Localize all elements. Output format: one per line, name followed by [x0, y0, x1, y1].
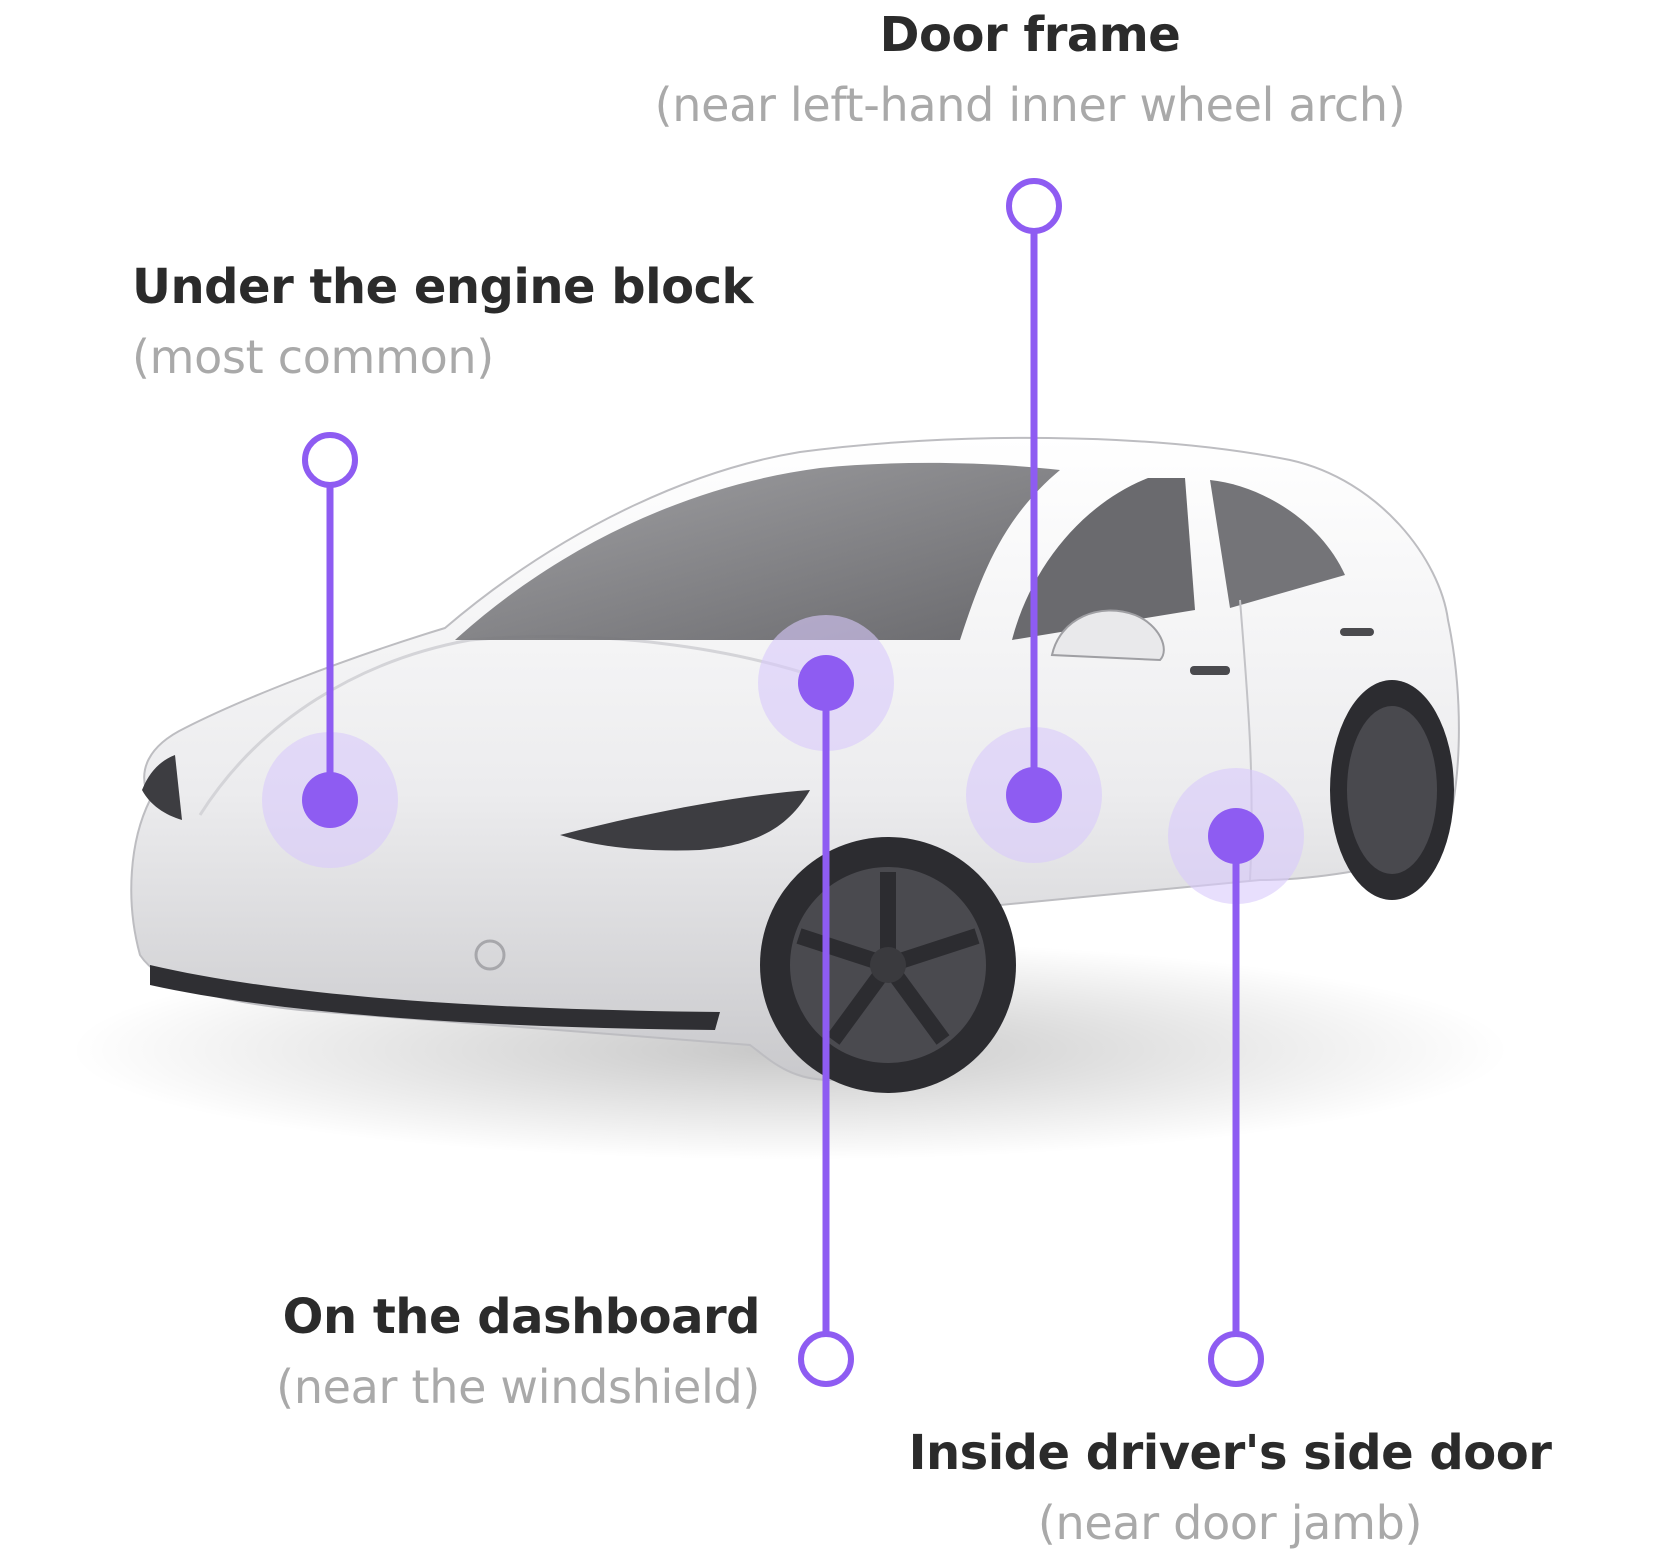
callout-label-driver-door: Inside driver's side door (near door jam… — [900, 1418, 1560, 1558]
callout-subtitle: (near door jamb) — [1037, 1496, 1423, 1550]
callout-title: Door frame — [879, 7, 1181, 63]
hotspot-engine[interactable] — [262, 432, 398, 868]
callout-label-dashboard: On the dashboard (near the windshield) — [150, 1282, 760, 1422]
callout-ring[interactable] — [1208, 1331, 1264, 1387]
hotspot-dashboard[interactable] — [758, 615, 894, 1387]
front-wheel — [760, 837, 1016, 1093]
callout-subtitle: (most common) — [132, 330, 494, 384]
hotspot-dot[interactable] — [302, 772, 358, 828]
callout-subtitle: (near the windshield) — [276, 1360, 760, 1414]
callout-label-door-frame: Door frame (near left-hand inner wheel a… — [600, 0, 1460, 140]
door-handle-rear — [1340, 628, 1374, 636]
windshield — [455, 462, 1060, 640]
callout-ring[interactable] — [302, 432, 358, 488]
callout-subtitle: (near left-hand inner wheel arch) — [654, 78, 1406, 132]
callout-title: Under the engine block — [132, 259, 753, 315]
rear-wheel — [1330, 680, 1454, 900]
car-icon — [70, 436, 1510, 1160]
headlight-left — [142, 755, 182, 820]
headlight-right — [560, 790, 810, 851]
callout-title: Inside driver's side door — [908, 1425, 1552, 1481]
hotspot-dot[interactable] — [1208, 808, 1264, 864]
hotspot-driver-door[interactable] — [1168, 768, 1304, 1387]
callout-ring[interactable] — [798, 1331, 854, 1387]
side-window-rear — [1210, 480, 1345, 608]
callout-title: On the dashboard — [282, 1289, 761, 1345]
hotspot-dot[interactable] — [798, 655, 854, 711]
side-window-front — [1012, 478, 1195, 640]
side-mirror — [1050, 609, 1165, 662]
lower-intake — [150, 965, 720, 1030]
front-sensor — [474, 939, 506, 971]
hotspot-door-frame[interactable] — [966, 178, 1102, 863]
hotspot-dot[interactable] — [1006, 767, 1062, 823]
door-handle-front — [1190, 666, 1230, 675]
callout-ring[interactable] — [1006, 178, 1062, 234]
callout-label-engine: Under the engine block (most common) — [132, 252, 753, 392]
